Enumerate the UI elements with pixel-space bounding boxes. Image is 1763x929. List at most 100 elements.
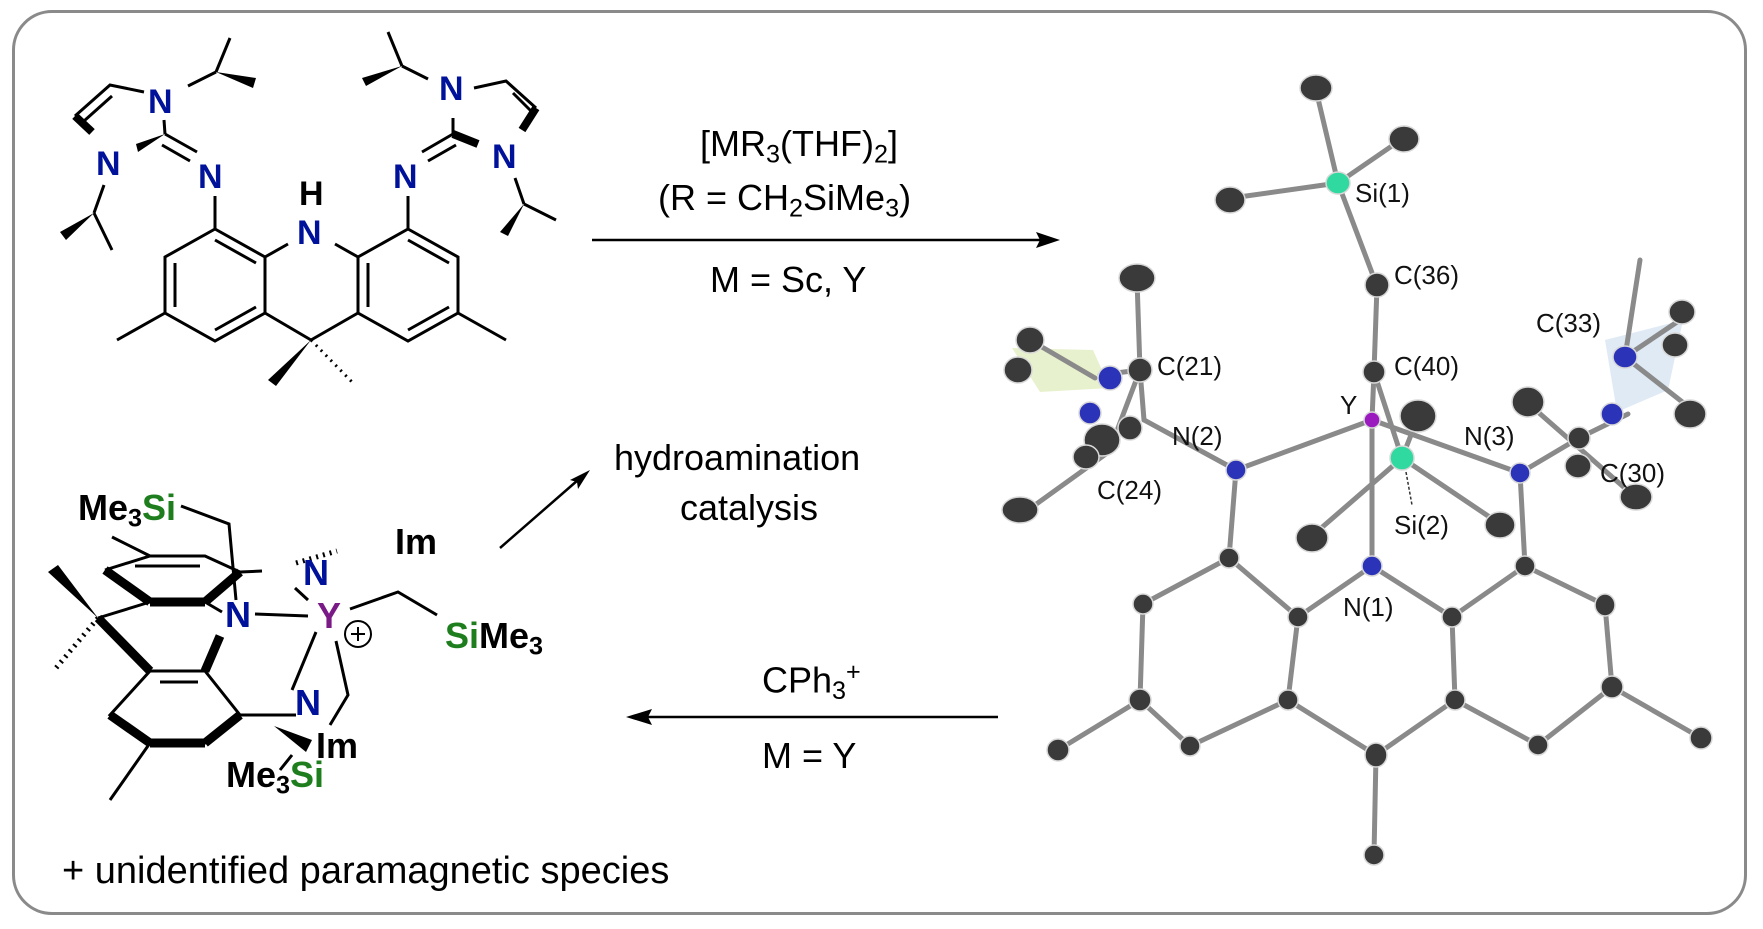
ortep-carbon bbox=[1015, 326, 1045, 354]
cation-structure bbox=[48, 504, 438, 801]
cation-bond bbox=[254, 612, 309, 618]
ligand-bond bbox=[356, 227, 460, 343]
ortep-bond bbox=[1055, 697, 1143, 753]
ortep-carbon bbox=[1003, 356, 1033, 384]
ortep-bond bbox=[1295, 563, 1375, 620]
ortep-carbon bbox=[1179, 735, 1201, 757]
sime3-label: SiMe3 bbox=[445, 618, 543, 660]
ortep-bond bbox=[1369, 417, 1523, 476]
ortep-label-si1: Si(1) bbox=[1355, 178, 1410, 208]
ortep-label-c24: C(24) bbox=[1097, 475, 1163, 505]
reagent-line2: (R = CH2SiMe3) bbox=[658, 180, 911, 222]
ligand-bond bbox=[457, 311, 507, 342]
ligand-bond bbox=[92, 184, 106, 214]
ortep-bond bbox=[1371, 752, 1379, 858]
ring-plane-left bbox=[1012, 348, 1110, 392]
wedge-bond bbox=[362, 66, 402, 86]
ortep-carbon bbox=[1364, 272, 1390, 298]
ortep-carbon bbox=[1527, 734, 1549, 756]
si-text: Si bbox=[290, 754, 325, 795]
atom-n: N bbox=[148, 83, 173, 121]
cation-bond bbox=[102, 566, 153, 606]
ortep-carbon bbox=[1362, 360, 1386, 384]
n-bottom-label: N bbox=[295, 682, 321, 723]
si-text: Si bbox=[445, 615, 480, 656]
si2-label-leader bbox=[1405, 471, 1413, 506]
ligand-bond bbox=[116, 311, 166, 342]
reagent-subscript: 3 bbox=[766, 140, 781, 169]
ortep-nitrogen bbox=[1600, 402, 1624, 426]
ortep-bond bbox=[1522, 563, 1608, 608]
me3si-bottom-label: Me3Si bbox=[226, 757, 324, 799]
ortep-bond bbox=[1371, 369, 1405, 461]
ortep-label-y: Y bbox=[1340, 390, 1358, 420]
ortep-bond bbox=[1622, 354, 1693, 411]
cation-bond bbox=[94, 614, 154, 675]
ortep-silicon bbox=[1325, 171, 1351, 195]
ortep-carbon bbox=[1511, 386, 1545, 418]
ligand-bond bbox=[407, 305, 450, 332]
im-top-label: Im bbox=[395, 521, 438, 562]
ortep-bond bbox=[1309, 455, 1405, 539]
ortep-bond bbox=[1134, 277, 1143, 373]
me3si-top-label: Me3Si bbox=[78, 490, 176, 532]
reagent-text: SiMe bbox=[803, 177, 886, 218]
forward-arrowhead bbox=[1036, 232, 1060, 248]
atom-n: N bbox=[96, 145, 121, 183]
subscript: 3 bbox=[529, 632, 544, 661]
hash-bond bbox=[54, 616, 100, 670]
reagent-text: CPh bbox=[762, 659, 833, 701]
subscript: 3 bbox=[276, 771, 291, 800]
ligand-bond bbox=[92, 212, 114, 251]
ortep-carbon bbox=[1619, 483, 1653, 511]
reagent-subscript: 2 bbox=[873, 140, 888, 169]
ortep-yttrium bbox=[1363, 411, 1381, 429]
reagent-text: ) bbox=[899, 177, 912, 218]
ligand-bond bbox=[264, 311, 312, 342]
cation-bond bbox=[278, 754, 294, 771]
ortep-carbon bbox=[1364, 742, 1388, 768]
ortep-carbon bbox=[1388, 125, 1420, 153]
ortep-carbon bbox=[1214, 186, 1246, 214]
atom-n: N bbox=[492, 138, 517, 176]
ortep-carbon bbox=[1072, 444, 1100, 470]
ortep-carbon bbox=[1668, 299, 1696, 325]
ortep-carbon bbox=[1001, 496, 1039, 524]
ortep-bond bbox=[1226, 467, 1239, 561]
ortep-bond bbox=[1517, 470, 1528, 569]
ortep-carbon bbox=[1218, 547, 1240, 569]
atom-n: N bbox=[439, 70, 464, 108]
atom-h: H bbox=[299, 175, 324, 213]
ortep-carbon bbox=[1117, 415, 1143, 441]
ortep-bond bbox=[1369, 563, 1455, 620]
application-line1: hydroamination bbox=[614, 437, 861, 478]
ligand-bond bbox=[334, 242, 359, 259]
cation-bond bbox=[293, 586, 310, 602]
ortep-carbon bbox=[1287, 606, 1309, 628]
hash-bond bbox=[309, 338, 354, 384]
ortep-label-c36: C(36) bbox=[1394, 260, 1460, 290]
subscript: 3 bbox=[128, 504, 143, 533]
ligand-bond bbox=[310, 311, 359, 342]
cation-bond bbox=[107, 711, 153, 747]
metal-label: Y bbox=[317, 595, 342, 636]
reagent-text: (THF) bbox=[780, 123, 874, 164]
atom-n: N bbox=[198, 158, 223, 196]
ortep-carbon bbox=[1399, 399, 1437, 433]
ortep-carbon bbox=[1689, 726, 1713, 750]
wedge-bond bbox=[216, 72, 256, 88]
ortep-carbon bbox=[1127, 357, 1153, 383]
ortep-label-c21: C(21) bbox=[1157, 351, 1223, 381]
ligand-atom-labels: N N N N N N N H bbox=[96, 70, 517, 252]
ortep-carbon bbox=[1118, 263, 1156, 293]
ortep-bond bbox=[1187, 697, 1291, 749]
cation-bond bbox=[200, 634, 225, 673]
application-line2: catalysis bbox=[680, 487, 819, 528]
cation-bond bbox=[111, 535, 151, 558]
ortep-carbon bbox=[1277, 689, 1299, 711]
ligand-bond bbox=[187, 70, 217, 88]
ortep-bond bbox=[1313, 87, 1341, 186]
ortep-bond bbox=[1233, 417, 1375, 473]
ortep-bond bbox=[1527, 402, 1638, 500]
ortep-carbon bbox=[1363, 844, 1385, 866]
